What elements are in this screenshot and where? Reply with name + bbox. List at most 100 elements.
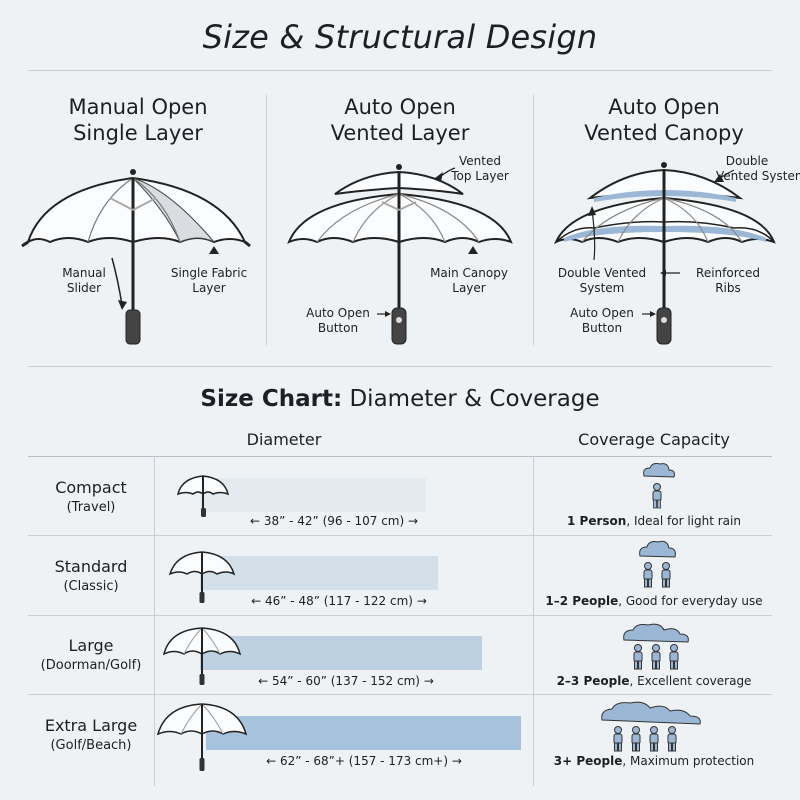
size-chart-title: Size Chart: Diameter & Coverage — [0, 386, 800, 412]
label-line: Auto Open — [306, 306, 370, 320]
auto-vented-layer-umbrella-illustration — [287, 164, 513, 345]
label-line: Vented — [459, 154, 501, 168]
label-line: Main Canopy — [430, 266, 508, 280]
manual-single-umbrella-illustration — [21, 169, 251, 345]
label-auto-open-button: Auto Open Button — [566, 306, 638, 336]
label-double-vented-system: Double Vented System — [554, 266, 650, 296]
coverage-people: 1 Person — [567, 514, 627, 528]
column-divider-2 — [533, 95, 534, 345]
diameter-range-text: 54” - 60” (137 - 152 cm) — [272, 674, 420, 688]
diameter-range-large: ← 54” - 60” (137 - 152 cm) → — [210, 674, 482, 688]
design-title-auto-vented-layer: Auto Open Vented Layer — [280, 94, 520, 146]
label-line: System — [579, 281, 625, 295]
diameter-range-standard: ← 46” - 48” (117 - 122 cm) → — [240, 594, 438, 608]
label-line: Auto Open — [570, 306, 634, 320]
coverage-column-header: Coverage Capacity — [578, 430, 730, 449]
size-name: Compact — [55, 478, 127, 497]
table-header-line — [28, 456, 772, 457]
diameter-range-text: 38” - 42” (96 - 107 cm) — [263, 514, 405, 528]
diameter-range-text: 62” - 68”+ (157 - 173 cm+) — [279, 754, 449, 768]
label-manual-slider: Manual Slider — [56, 266, 112, 296]
coverage-icon-standard — [639, 540, 676, 588]
size-subtitle: (Classic) — [63, 579, 119, 594]
section-divider — [28, 366, 772, 367]
label-main-canopy-layer: Main Canopy Layer — [426, 266, 512, 296]
label-line: Ribs — [715, 281, 741, 295]
design-title-line2: Single Layer — [73, 121, 203, 145]
arrow-left-icon: ← — [249, 514, 260, 528]
coverage-icon-large — [623, 623, 689, 670]
size-chart-title-bold: Size Chart: — [200, 386, 343, 412]
diameter-bar-standard — [200, 556, 438, 590]
coverage-text-standard: 1–2 People, Good for everyday use — [534, 594, 774, 608]
row-divider — [28, 615, 772, 616]
coverage-description: , Maximum protection — [622, 754, 755, 768]
label-double-vented-system-top: Double Vented System — [716, 154, 800, 184]
size-row-extra-large: Extra Large (Golf/Beach) — [28, 716, 154, 756]
coverage-people: 2–3 People — [556, 674, 630, 688]
label-line: Single Fabric — [170, 266, 248, 280]
size-name: Large — [68, 636, 114, 655]
coverage-description: , Ideal for light rain — [626, 514, 741, 528]
label-line: Double — [725, 154, 769, 168]
size-subtitle: (Doorman/Golf) — [40, 658, 142, 673]
size-name: Extra Large — [44, 716, 138, 735]
arrow-right-icon: → — [451, 754, 462, 768]
label-single-fabric: Single Fabric Layer — [164, 266, 254, 296]
auto-vented-canopy-umbrella-illustration — [553, 162, 776, 345]
arrow-right-icon: → — [423, 674, 434, 688]
label-line: Layer — [452, 281, 486, 295]
umbrella-icon — [162, 627, 242, 685]
page-title: Size & Structural Design — [202, 18, 598, 56]
design-title-manual-single: Manual Open Single Layer — [20, 94, 256, 146]
label-line: Button — [317, 321, 359, 335]
umbrella-icon — [156, 703, 248, 771]
label-line: Vented System — [716, 169, 800, 183]
diameter-range-extra-large: ← 62” - 68”+ (157 - 173 cm+) → — [206, 754, 522, 768]
diameter-bar-large — [200, 636, 482, 670]
label-line: Top Layer — [451, 169, 509, 183]
coverage-icon-compact — [643, 463, 675, 509]
label-line: Button — [581, 321, 623, 335]
diameter-bar-compact — [200, 478, 426, 512]
coverage-people: 1–2 People — [545, 594, 619, 608]
size-row-compact: Compact (Travel) — [28, 478, 154, 518]
label-vented-top-layer: Vented Top Layer — [448, 154, 512, 184]
diameter-range-text: 46” - 48” (117 - 122 cm) — [265, 594, 413, 608]
arrow-right-icon: → — [408, 514, 419, 528]
design-title-line2: Vented Canopy — [584, 121, 744, 145]
coverage-text-extra-large: 3+ People, Maximum protection — [534, 754, 774, 768]
label-auto-open-button: Auto Open Button — [302, 306, 374, 336]
size-row-standard: Standard (Classic) — [28, 557, 154, 597]
coverage-description: , Excellent coverage — [629, 674, 752, 688]
umbrella-icon — [168, 551, 236, 603]
column-divider-1 — [266, 95, 267, 345]
arrow-left-icon: ← — [251, 594, 262, 608]
arrow-left-icon: ← — [258, 674, 269, 688]
size-name: Standard — [54, 557, 128, 576]
coverage-icon-extra-large — [601, 701, 701, 752]
size-row-large: Large (Doorman/Golf) — [28, 636, 154, 676]
title-divider — [28, 70, 772, 71]
size-chart-title-rest: Diameter & Coverage — [342, 386, 600, 412]
design-title-line1: Auto Open — [344, 95, 456, 119]
table-column-divider — [533, 456, 534, 786]
arrow-left-icon: ← — [266, 754, 277, 768]
design-title-line2: Vented Layer — [330, 121, 470, 145]
row-divider — [28, 535, 772, 536]
design-title-line1: Manual Open — [68, 95, 208, 119]
label-line: Reinforced — [696, 266, 760, 280]
row-divider — [28, 694, 772, 695]
label-line: Layer — [192, 281, 226, 295]
label-reinforced-ribs: Reinforced Ribs — [688, 266, 768, 296]
size-subtitle: (Golf/Beach) — [50, 738, 132, 753]
coverage-people: 3+ People — [553, 754, 623, 768]
size-subtitle: (Travel) — [66, 500, 116, 515]
diameter-range-compact: ← 38” - 42” (96 - 107 cm) → — [240, 514, 428, 528]
coverage-text-compact: 1 Person, Ideal for light rain — [534, 514, 774, 528]
diameter-column-header: Diameter — [246, 430, 322, 449]
coverage-text-large: 2–3 People, Excellent coverage — [534, 674, 774, 688]
umbrella-icon — [176, 475, 230, 517]
label-line: Manual — [62, 266, 106, 280]
table-column-divider — [154, 456, 155, 786]
